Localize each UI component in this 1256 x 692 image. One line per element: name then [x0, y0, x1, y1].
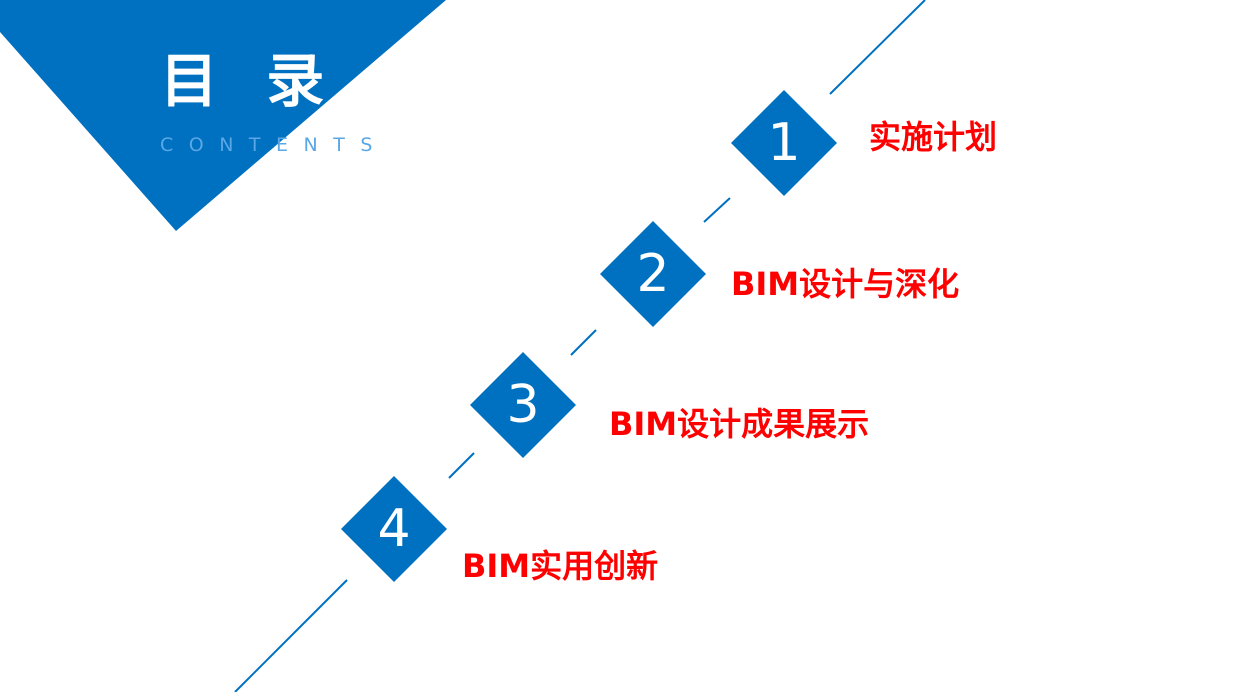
item-number-3: 3 — [506, 375, 540, 435]
item-number-2: 2 — [636, 244, 670, 304]
diagonal-line-segment — [570, 329, 597, 356]
item-label-1[interactable]: 实施计划 — [869, 118, 998, 156]
diagonal-line-segment — [829, 0, 926, 95]
diamond-1 — [731, 90, 837, 196]
item-label-4[interactable]: BIM实用创新 — [462, 547, 659, 585]
diamond-4 — [341, 476, 447, 582]
item-label-3[interactable]: BIM设计成果展示 — [609, 405, 870, 443]
item-number-4: 4 — [377, 499, 411, 559]
diagonal-line-segment — [703, 197, 731, 223]
diagonal-line-segment — [234, 579, 348, 692]
item-label-2[interactable]: BIM设计与深化 — [731, 265, 960, 303]
item-number-1: 1 — [767, 113, 801, 173]
diamond-3 — [470, 352, 576, 458]
corner-triangle — [0, 0, 446, 231]
diagonal-line-segment — [448, 452, 475, 479]
diamond-2 — [600, 221, 706, 327]
page-title: 目 录 — [160, 47, 339, 115]
page-subtitle: CONTENTS — [160, 134, 388, 156]
